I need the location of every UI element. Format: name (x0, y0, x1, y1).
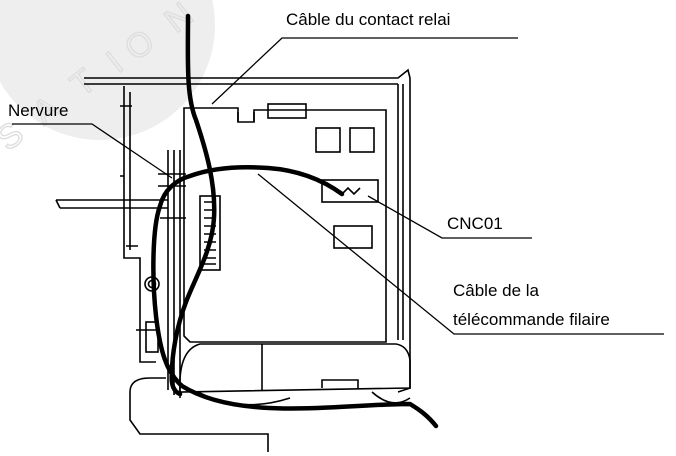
board-notch (237, 112, 255, 122)
control-board (183, 103, 387, 343)
cnc01-label: CNC01 (447, 214, 503, 233)
remote-cable-label-line2: télécommande filaire (453, 310, 610, 329)
rib-guide (55, 199, 168, 209)
rib-label: Nervure (8, 101, 69, 120)
leader-lines (12, 37, 664, 335)
remote-cable-path (151, 165, 439, 429)
board-chip-right (349, 127, 375, 153)
cover-outline (179, 343, 411, 393)
cnc01-contact (341, 186, 361, 196)
remote-cable-label-line1: Câble de la (453, 281, 540, 300)
relay-cable-label: Câble du contact relai (286, 10, 451, 29)
housing-top-edge (84, 68, 411, 79)
cnc01-connector (321, 179, 379, 203)
connector-top (267, 103, 307, 119)
leader-relay (211, 37, 518, 105)
housing-left-step (120, 105, 138, 247)
leader-rib (12, 123, 173, 179)
leader-cnc01 (367, 195, 532, 239)
board-component-lower (333, 225, 373, 249)
terminal-strip (199, 195, 221, 271)
watermark-disc (0, 0, 215, 140)
remote-control-cable (151, 165, 439, 429)
lower-bracket (129, 392, 269, 452)
cover-clip (321, 379, 359, 388)
watermark: S A T I O N (0, 0, 215, 159)
board-chip-left (315, 127, 341, 153)
leader-remote (257, 173, 664, 335)
housing-left-wall (123, 86, 141, 318)
lower-bracket-left (129, 377, 166, 393)
